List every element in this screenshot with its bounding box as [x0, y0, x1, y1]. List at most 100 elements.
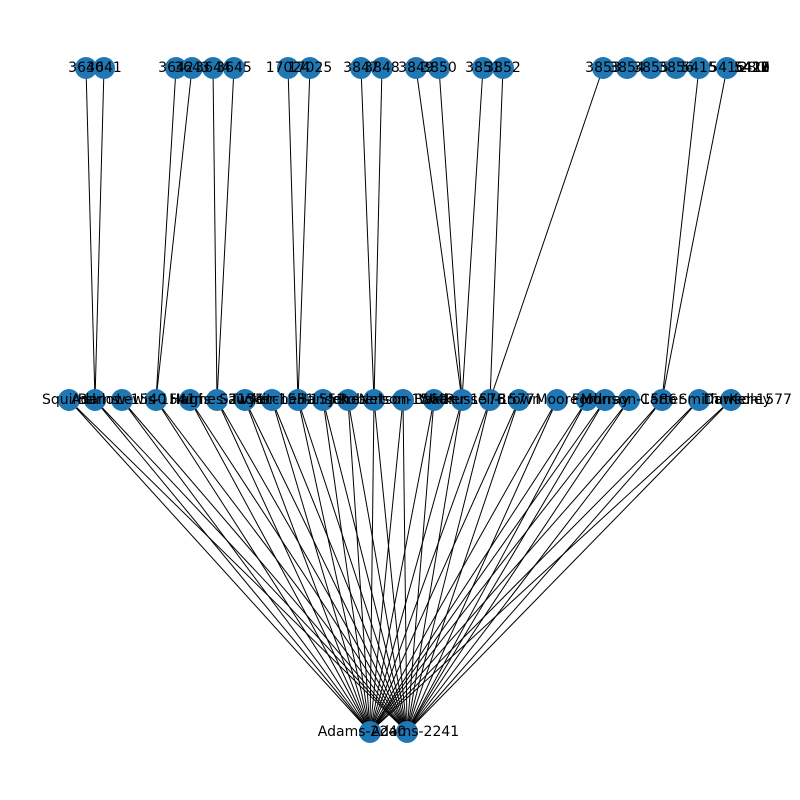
node-t-3849[interactable]	[405, 57, 427, 79]
edge-3851-Walker	[461, 67, 484, 401]
node-t-3644[interactable]	[202, 57, 224, 79]
edge-Jones-Adams-2240	[347, 399, 371, 733]
node-label-top-3: 3643	[174, 60, 210, 76]
node-m-Jones[interactable]	[337, 389, 359, 411]
edge-Brown-Adams-2240	[369, 399, 520, 733]
edge-Ford-Adams-2240	[369, 399, 588, 733]
node-m-Murray[interactable]	[594, 389, 616, 411]
node-m-Tucker[interactable]	[261, 389, 283, 411]
node-label-bottom-0: Adams-2240	[318, 724, 406, 740]
node-t-5415[interactable]	[688, 57, 710, 79]
node-m-Baker[interactable]	[423, 389, 445, 411]
edge-Moore-Adams-2240	[369, 399, 558, 733]
edge-Sawyer-Adams-2240	[244, 399, 371, 733]
node-b-Adams-2240[interactable]	[359, 721, 381, 743]
node-label-top-15: 3854	[609, 60, 645, 76]
node-t-5416[interactable]	[716, 57, 738, 79]
edge-Murray-Adams-2241	[406, 399, 606, 733]
node-label-middle-16: Brown	[497, 392, 541, 408]
nodes-layer	[58, 57, 742, 743]
edge-Baker-Adams-2241	[406, 399, 435, 733]
node-t-3847[interactable]	[350, 57, 372, 79]
node-label-middle-20: Johnson-1586	[580, 392, 677, 408]
node-m-Ford[interactable]	[576, 389, 598, 411]
node-m-Russell[interactable]	[479, 389, 501, 411]
edge-Dawson-Adams-2240	[369, 399, 732, 733]
edge-Lewis-Adams-2240	[155, 399, 371, 733]
node-t-3852[interactable]	[492, 57, 514, 79]
node-t-3854[interactable]	[616, 57, 638, 79]
node-label-top-11: 3850	[421, 60, 457, 76]
edge-Johnson-Adams-2241	[406, 399, 630, 733]
edge-Russell-Adams-2241	[406, 399, 491, 733]
edge-Smith-Adams-2241	[406, 399, 700, 733]
edge-Robertson-Adams-2240	[369, 399, 375, 733]
node-m-Walker[interactable]	[451, 389, 473, 411]
node-m-Nelson[interactable]	[392, 389, 414, 411]
node-label-middle-25: Turner-1577	[707, 392, 792, 408]
node-label-middle-22: Smith	[679, 392, 720, 408]
edge-Murray-Adams-2240	[369, 399, 606, 733]
node-t-3642[interactable]	[165, 57, 187, 79]
node-t-17024[interactable]	[277, 57, 299, 79]
node-m-Hansen[interactable]	[312, 389, 334, 411]
node-t-3851[interactable]	[472, 57, 494, 79]
node-t-3645[interactable]	[223, 57, 245, 79]
node-m-Lewis[interactable]	[145, 389, 167, 411]
edge-Mitchell-Adams-2241	[297, 399, 408, 733]
edge-Squirrel-Adams-2241	[68, 399, 408, 733]
node-t-3848[interactable]	[371, 57, 393, 79]
edge-3642-Lewis	[155, 67, 177, 401]
node-label-top-1: 3641	[86, 60, 122, 76]
node-label-top-18: 5415	[681, 60, 717, 76]
node-m-Barlow[interactable]	[111, 389, 133, 411]
node-label-middle-17: Moore	[535, 392, 578, 408]
node-t-3850[interactable]	[428, 57, 450, 79]
edge-3850-Walker	[438, 67, 463, 401]
node-t-3643[interactable]	[181, 57, 203, 79]
node-m-Johnson[interactable]	[618, 389, 640, 411]
edge-3645-Hughes	[216, 67, 235, 401]
edge-3640-Adams	[85, 67, 96, 401]
edge-5415-Carter	[661, 67, 700, 401]
node-t-3856[interactable]	[665, 57, 687, 79]
node-label-top-26: 280	[739, 60, 766, 76]
node-label-top-7: 17025	[288, 60, 333, 76]
node-label-middle-15: Russell-1577	[445, 392, 535, 408]
edge-Tucker-Adams-2241	[271, 399, 408, 733]
node-label-middle-10: Jones	[328, 392, 366, 408]
edge-3852-Russell	[489, 67, 504, 401]
node-t-3640[interactable]	[75, 57, 97, 79]
edge-Smith-Adams-2240	[369, 399, 700, 733]
node-t-17025[interactable]	[299, 57, 321, 79]
node-label-middle-7: Tucker-1551	[229, 392, 315, 408]
node-m-Robertson[interactable]	[363, 389, 385, 411]
node-m-Smith[interactable]	[688, 389, 710, 411]
node-label-middle-9: Hansen	[297, 392, 350, 408]
edge-17025-Mitchell	[297, 67, 311, 401]
edge-Mitchell-Adams-2240	[297, 399, 371, 733]
node-m-Hughes[interactable]	[206, 389, 228, 411]
node-t-3853[interactable]	[592, 57, 614, 79]
node-t-3855[interactable]	[640, 57, 662, 79]
node-label-middle-5: Hughes-2155	[170, 392, 264, 408]
node-m-Moore[interactable]	[546, 389, 568, 411]
node-m-Carter[interactable]	[651, 389, 673, 411]
edge-Barlow-Adams-2240	[121, 399, 371, 733]
node-b-Adams-2241[interactable]	[396, 721, 418, 743]
node-t-3641[interactable]	[93, 57, 115, 79]
node-m-Brown[interactable]	[508, 389, 530, 411]
node-label-top-22: 5419	[734, 60, 770, 76]
node-label-top-25: 5422	[734, 60, 770, 76]
node-label-middle-23: Dawson	[703, 392, 759, 408]
node-m-Adams[interactable]	[84, 389, 106, 411]
node-label-middle-21: Carter	[640, 392, 684, 408]
node-m-Dawson[interactable]	[720, 389, 742, 411]
node-label-top-5: 3645	[216, 60, 252, 76]
node-label-middle-18: Ford	[572, 392, 603, 408]
node-m-Mitchell[interactable]	[287, 389, 309, 411]
node-m-Squirrel[interactable]	[58, 389, 80, 411]
node-m-Harris[interactable]	[179, 389, 201, 411]
node-m-Sawyer[interactable]	[234, 389, 256, 411]
